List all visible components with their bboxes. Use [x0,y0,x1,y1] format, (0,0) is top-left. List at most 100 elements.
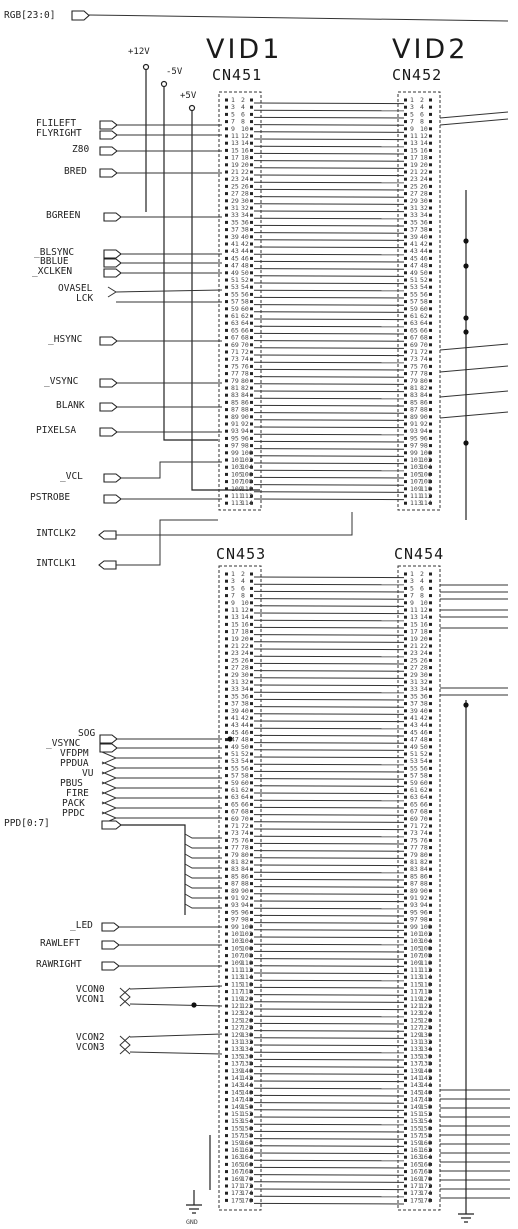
signal-flag-flright [99,130,118,140]
cn451-pin-number: 64 [241,319,249,327]
cn452-pin-number: 9 [410,125,414,133]
cn454-pin-number: 135 [410,1052,422,1060]
cn452-pin-number: 13 [410,139,418,147]
cn453-pin-number: 10 [241,599,249,607]
cn453-pin-pad [250,1148,253,1152]
cn453-pin-number: 175 [231,1196,243,1204]
cn454-pin-number: 54 [420,757,428,765]
cn452-pin-pad [429,112,432,116]
cn452-pin-number: 10 [420,125,428,133]
cn453-pin-number: 145 [231,1088,243,1096]
cn451-pin-number: 25 [231,182,239,190]
cn454-pin-pad [404,1040,407,1044]
signal-flag-ppdua [101,761,118,775]
cn451-pin-number: 16 [241,146,249,154]
cn453-pin-number: 40 [241,707,249,715]
cn453-pin-pad [250,680,253,684]
cn453-pin-number: 76 [241,836,249,844]
lower-bus-wire [253,677,405,679]
cn451-pin-number: 88 [241,406,249,414]
cn453-pin-number: 110 [241,959,253,967]
cn451-pin-number: 47 [231,262,239,270]
cn454-pin-number: 138 [420,1060,432,1068]
cn453-pin-pad [225,752,228,756]
cn454-pin-pad [404,1018,407,1022]
cn451-pin-number: 37 [231,226,239,234]
cn454-pin-number: 64 [420,793,428,801]
cn453-pin-number: 121 [231,1002,243,1010]
cn454-pin-pad [404,766,407,770]
cn453-pin-pad [250,723,253,727]
lower-bus-wire [253,828,405,831]
cn454-pin-pad [404,982,407,986]
cn452-pin-number: 21 [410,168,418,176]
lower-bus-wire [253,799,405,802]
cn452-pin-pad [404,328,407,332]
bus-fanout-wire [184,853,222,859]
cn452-pin-number: 44 [420,247,428,255]
cn453-pin-pad [250,730,253,734]
cn451-pin-number: 105 [231,470,243,478]
signal-z80: Z80 [72,144,222,156]
cn451-pin-number: 10 [241,125,249,133]
cn452-pin-pad [404,372,407,376]
cn452-pin-number: 41 [410,240,418,248]
cn451-pin-pad [250,177,253,181]
cn451-pin-pad [250,480,253,484]
lower-bus-wire [253,814,405,816]
cn452-pin-pad [429,314,432,318]
cn454-pin-number: 44 [420,721,428,729]
cn452-pin-pad [429,494,432,498]
upper-bus-wire [253,224,405,227]
cn454-pin-number: 134 [420,1045,432,1053]
cn453-pin-pad [225,997,228,1001]
junction-dot [463,440,469,446]
cn453-pin-pad [250,838,253,842]
cn453-pin-pad [250,896,253,900]
cn454-pin-pad [429,831,432,835]
cn451-pin-pad [225,400,228,404]
cn451-pin-number: 54 [241,283,249,291]
cn453-pin-pad [250,781,253,785]
cn453-pin-pad [225,781,228,785]
cn454-pin-number: 5 [410,584,414,592]
cn453-pin-number: 81 [231,858,239,866]
cn454-pin-pad [429,644,432,648]
cn453-pin-number: 90 [241,887,249,895]
cn453-pin-pad [250,586,253,590]
cn453-pin-pad [250,702,253,706]
cn454-pin-pad [429,1018,432,1022]
cn451-pin-pad [250,357,253,361]
cn451-pin-pad [225,235,228,239]
cn451-pin-pad [250,400,253,404]
cn454-pin-pad [404,954,407,958]
cn453-pin-number: 117 [231,988,243,996]
cn453-pin-pad [250,615,253,619]
cn451-pin-pad [225,256,228,260]
cn453-pin-number: 129 [231,1031,243,1039]
cn451-pin-number: 12 [241,132,249,140]
cn454-pin-number: 114 [420,973,432,981]
cn453-pin-pad [225,853,228,857]
cn454-pin-pad [404,1033,407,1037]
cn454-pin-number: 174 [420,1189,432,1197]
cn453-pin-pad [225,1047,228,1051]
cn451-pin-pad [225,242,228,246]
cn454-pin-number: 93 [410,901,418,909]
cn454-pin-pad [404,997,407,1001]
cn454-pin-number: 173 [410,1189,422,1197]
cn453-pin-pad [225,759,228,763]
cn454-pin-number: 87 [410,880,418,888]
cn453-pin-pad [225,896,228,900]
connector-cn452 [397,91,441,511]
cn453-pin-pad [225,730,228,734]
cn454-pin-number: 128 [420,1024,432,1032]
cn453-pin-number: 136 [241,1052,253,1060]
cn451-pin-pad [225,141,228,145]
cn454-pin-number: 141 [410,1074,422,1082]
cn453-pin-number: 160 [241,1139,253,1147]
cn453-pin-number: 57 [231,772,239,780]
lower-bus-wire [253,1080,405,1083]
cn453-pin-number: 61 [231,786,239,794]
cn454-pin-number: 165 [410,1160,422,1168]
